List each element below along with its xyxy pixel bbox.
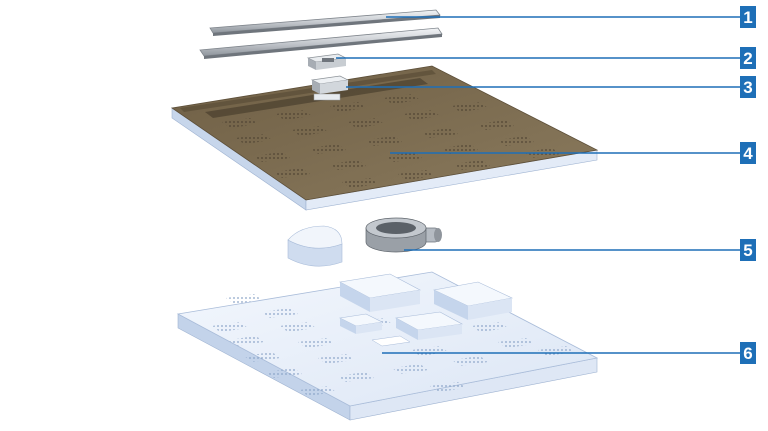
- callout-5: 5: [740, 239, 756, 261]
- callout-label: 2: [743, 49, 752, 68]
- callout-label: 4: [743, 144, 753, 163]
- callout-box: [740, 239, 756, 261]
- foam-block-center: [395, 311, 463, 340]
- callout-box: [740, 142, 756, 164]
- foam-block-left: [339, 273, 421, 312]
- callout-6: 6: [740, 342, 756, 364]
- callout-label: 5: [743, 241, 752, 260]
- callout-box: [740, 47, 756, 69]
- foam-block-small: [339, 313, 383, 334]
- callout-4: 4: [740, 142, 756, 164]
- callout-label: 1: [743, 8, 752, 27]
- callout-2: 2: [740, 47, 756, 69]
- callout-label: 6: [743, 344, 752, 363]
- drain-insert: [310, 75, 350, 101]
- foam-base: [176, 271, 599, 421]
- callout-box: [740, 76, 756, 98]
- callout-box: [740, 6, 756, 28]
- callout-3: 3: [740, 76, 756, 98]
- drain-clip: [306, 53, 348, 70]
- drain-cover-bars: [199, 9, 443, 59]
- foam-cap: [287, 225, 343, 267]
- leader-lines: [336, 16, 740, 354]
- callout-box: [740, 342, 756, 364]
- shower-board: [170, 65, 599, 211]
- foam-block-right: [433, 281, 513, 320]
- callout-1: 1: [740, 6, 756, 28]
- callout-label: 3: [743, 78, 752, 97]
- drain-pot: [365, 217, 442, 253]
